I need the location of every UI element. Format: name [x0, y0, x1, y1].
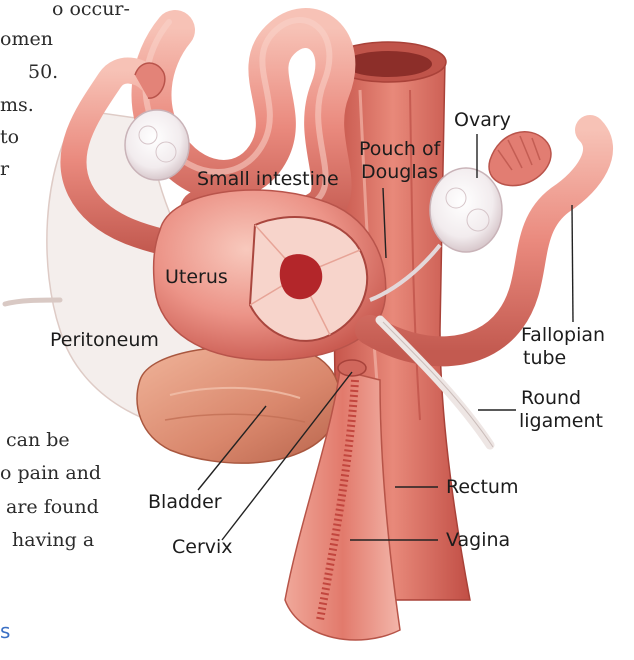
left-ovary: [125, 110, 189, 180]
label-uterus: Uterus: [165, 266, 228, 288]
label-vagina: Vagina: [446, 529, 510, 551]
label-small-intestine: Small intestine: [197, 168, 339, 190]
label-round-ligament-line2: ligament: [519, 410, 603, 432]
label-rectum: Rectum: [446, 476, 518, 498]
label-pouch-of-douglas-line2: Douglas: [361, 161, 438, 183]
label-ovary: Ovary: [454, 109, 511, 131]
label-peritoneum: Peritoneum: [50, 329, 159, 351]
label-round-ligament-line1: Round: [521, 387, 581, 409]
leader-fallopian-tube: [572, 205, 573, 322]
cervix: [338, 360, 366, 376]
bladder: [137, 346, 340, 463]
label-cervix: Cervix: [172, 536, 233, 558]
label-pouch-of-douglas-line1: Pouch of: [359, 138, 442, 160]
label-fallopian-tube-line1: Fallopian: [521, 324, 605, 346]
label-bladder: Bladder: [148, 491, 222, 513]
label-fallopian-tube-line2: tube: [523, 347, 566, 369]
